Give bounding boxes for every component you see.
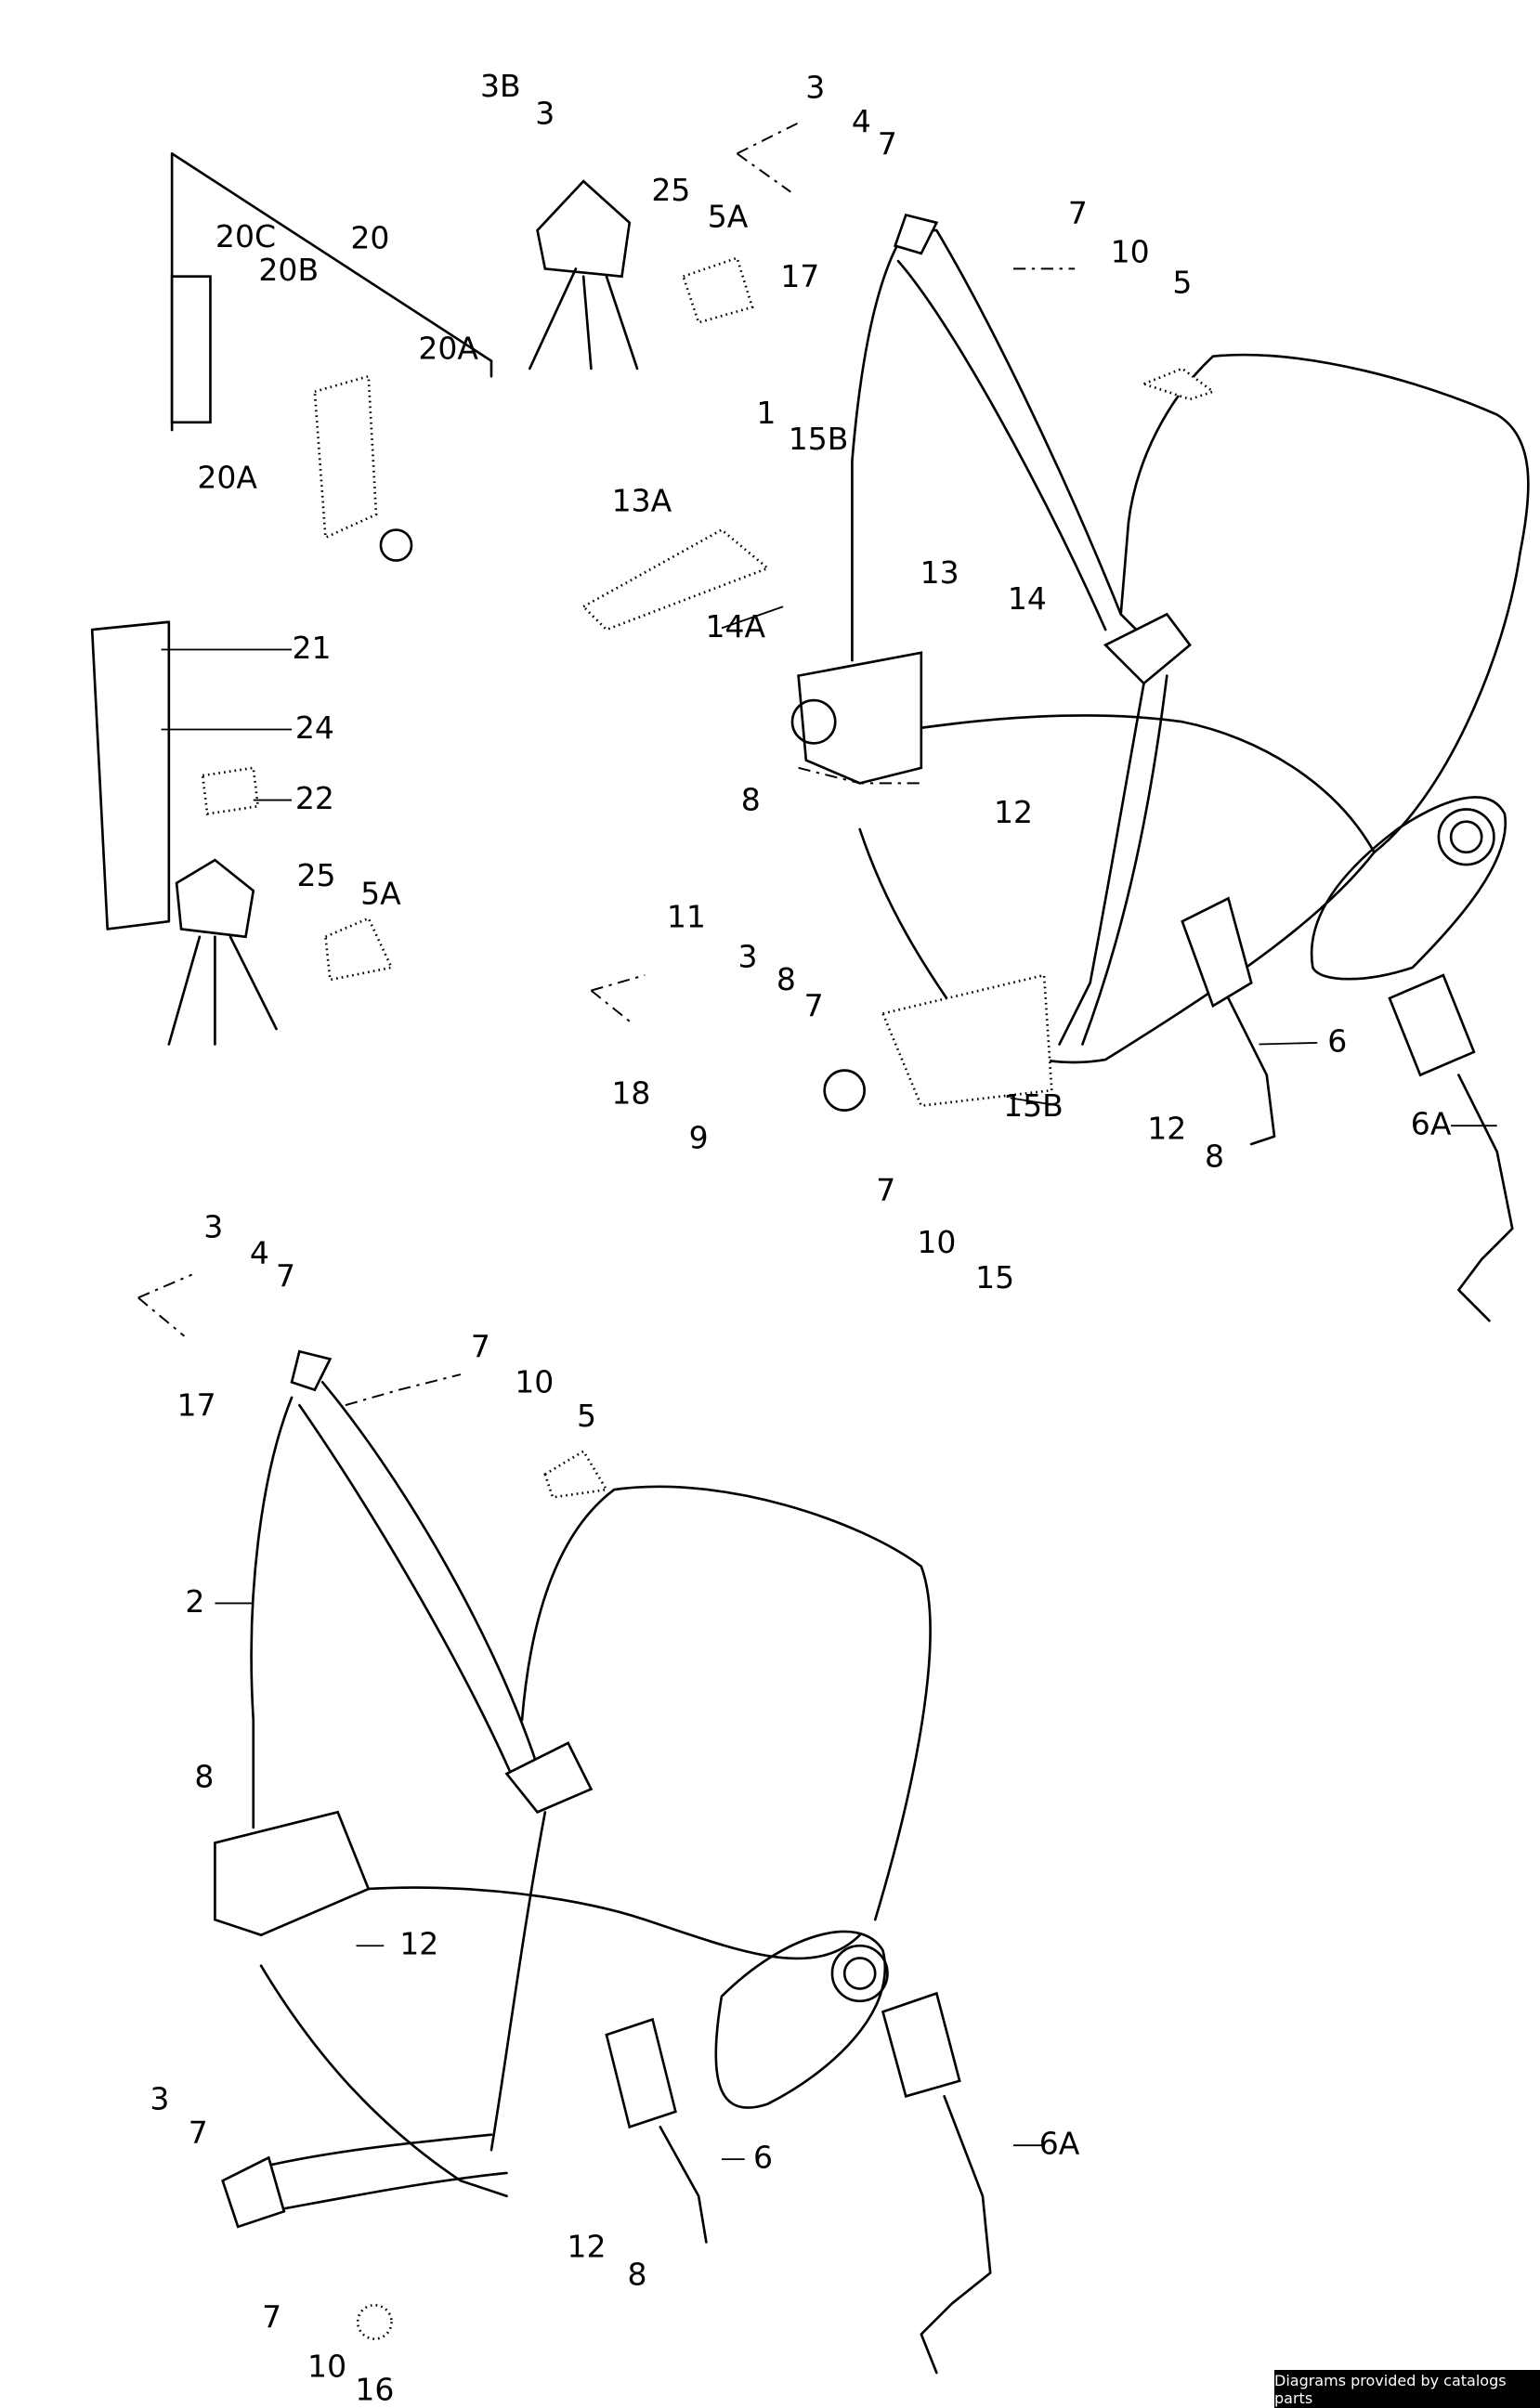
top-belt [528, 179, 1514, 1322]
callout-label: 8 [777, 961, 796, 997]
callout-label: 14A [705, 608, 765, 644]
callout-label: 13A [612, 482, 672, 518]
callout-label: 5 [1172, 264, 1192, 300]
callout-label: 24 [295, 709, 334, 746]
callout-label: 14 [1008, 580, 1047, 617]
callout-label: 8 [627, 2256, 646, 2292]
callout-label: 3 [203, 1208, 223, 1244]
callout-label: 6A [1039, 2126, 1080, 2162]
callout-label: 17 [780, 258, 819, 294]
callout-label: 12 [1147, 1111, 1186, 1147]
callout-label: 7 [189, 2115, 208, 2151]
callout-label: 25 [296, 857, 335, 893]
callout-label: 1 [756, 395, 776, 431]
credit-badge: Diagrams provided by catalogs parts [1274, 2370, 1540, 2408]
callout-label: 10 [1111, 233, 1150, 269]
callout-label: 3 [805, 69, 825, 105]
callout-label: 25 [651, 172, 690, 208]
callout-label: 12 [994, 794, 1033, 830]
callout-label: 4 [250, 1235, 269, 1271]
callout-label: 10 [307, 2348, 346, 2384]
callout-label: 12 [567, 2229, 606, 2265]
callout-label: 5 [577, 1398, 596, 1434]
callout-label: 12 [399, 1926, 438, 1962]
callout-label: 7 [1068, 195, 1088, 231]
top-left-brackets [90, 152, 493, 1046]
callout-label: 22 [295, 780, 334, 816]
callout-label: 18 [611, 1075, 650, 1112]
callout-label: 16 [355, 2371, 394, 2407]
callout-label: 7 [262, 2299, 281, 2336]
top-labels: 3B 3 25 5A 3 4 7 17 7 10 5 20C 20B 20 20… [197, 68, 1452, 1295]
callout-label: 10 [917, 1224, 956, 1260]
callout-label: 20C [215, 218, 276, 254]
callout-label: 7 [804, 987, 824, 1023]
callout-label: 20A [418, 331, 478, 367]
callout-label: 5A [708, 198, 749, 234]
callout-label: 15B [1003, 1087, 1064, 1124]
callout-label: 6A [1411, 1106, 1452, 1142]
callout-label: 7 [876, 1172, 895, 1208]
bottom-seat [259, 1485, 932, 2198]
callout-label: 13 [920, 554, 959, 591]
callout-label: 11 [667, 898, 706, 934]
callout-label: 21 [293, 630, 332, 666]
callout-label: 5A [360, 876, 401, 912]
callout-label: 3 [738, 938, 758, 974]
callout-label: 7 [878, 126, 897, 163]
callout-label: 6 [753, 2140, 773, 2176]
top-seat [858, 353, 1530, 1064]
callout-label: 7 [276, 1257, 295, 1294]
callout-label: 3 [535, 96, 555, 132]
callout-label: 20B [258, 252, 319, 288]
callout-label: 8 [1205, 1138, 1224, 1174]
callout-label: 7 [471, 1328, 490, 1364]
callout-label: 15B [789, 421, 849, 457]
callout-label: 10 [515, 1363, 554, 1399]
callout-label: 8 [741, 782, 761, 818]
callout-label: 6 [1327, 1022, 1347, 1059]
callout-label: 15 [975, 1259, 1014, 1295]
callout-label: 2 [185, 1583, 204, 1620]
callout-label: 9 [689, 1120, 709, 1156]
callout-label: 20 [350, 219, 389, 255]
callout-label: 3 [150, 2081, 169, 2117]
top-leaders [161, 122, 1497, 1127]
bottom-labels: 3 4 7 17 7 10 5 2 8 12 3 7 6 6A 12 8 7 1… [150, 1208, 1079, 2407]
callout-label: 3B [480, 68, 521, 104]
bottom-leaders [137, 1273, 1045, 2161]
bottom-belt [214, 1349, 992, 2375]
callout-label: 8 [194, 1758, 214, 1794]
callout-label: 20A [197, 459, 257, 495]
callout-label: 4 [852, 103, 871, 139]
callout-label: 17 [177, 1386, 216, 1423]
